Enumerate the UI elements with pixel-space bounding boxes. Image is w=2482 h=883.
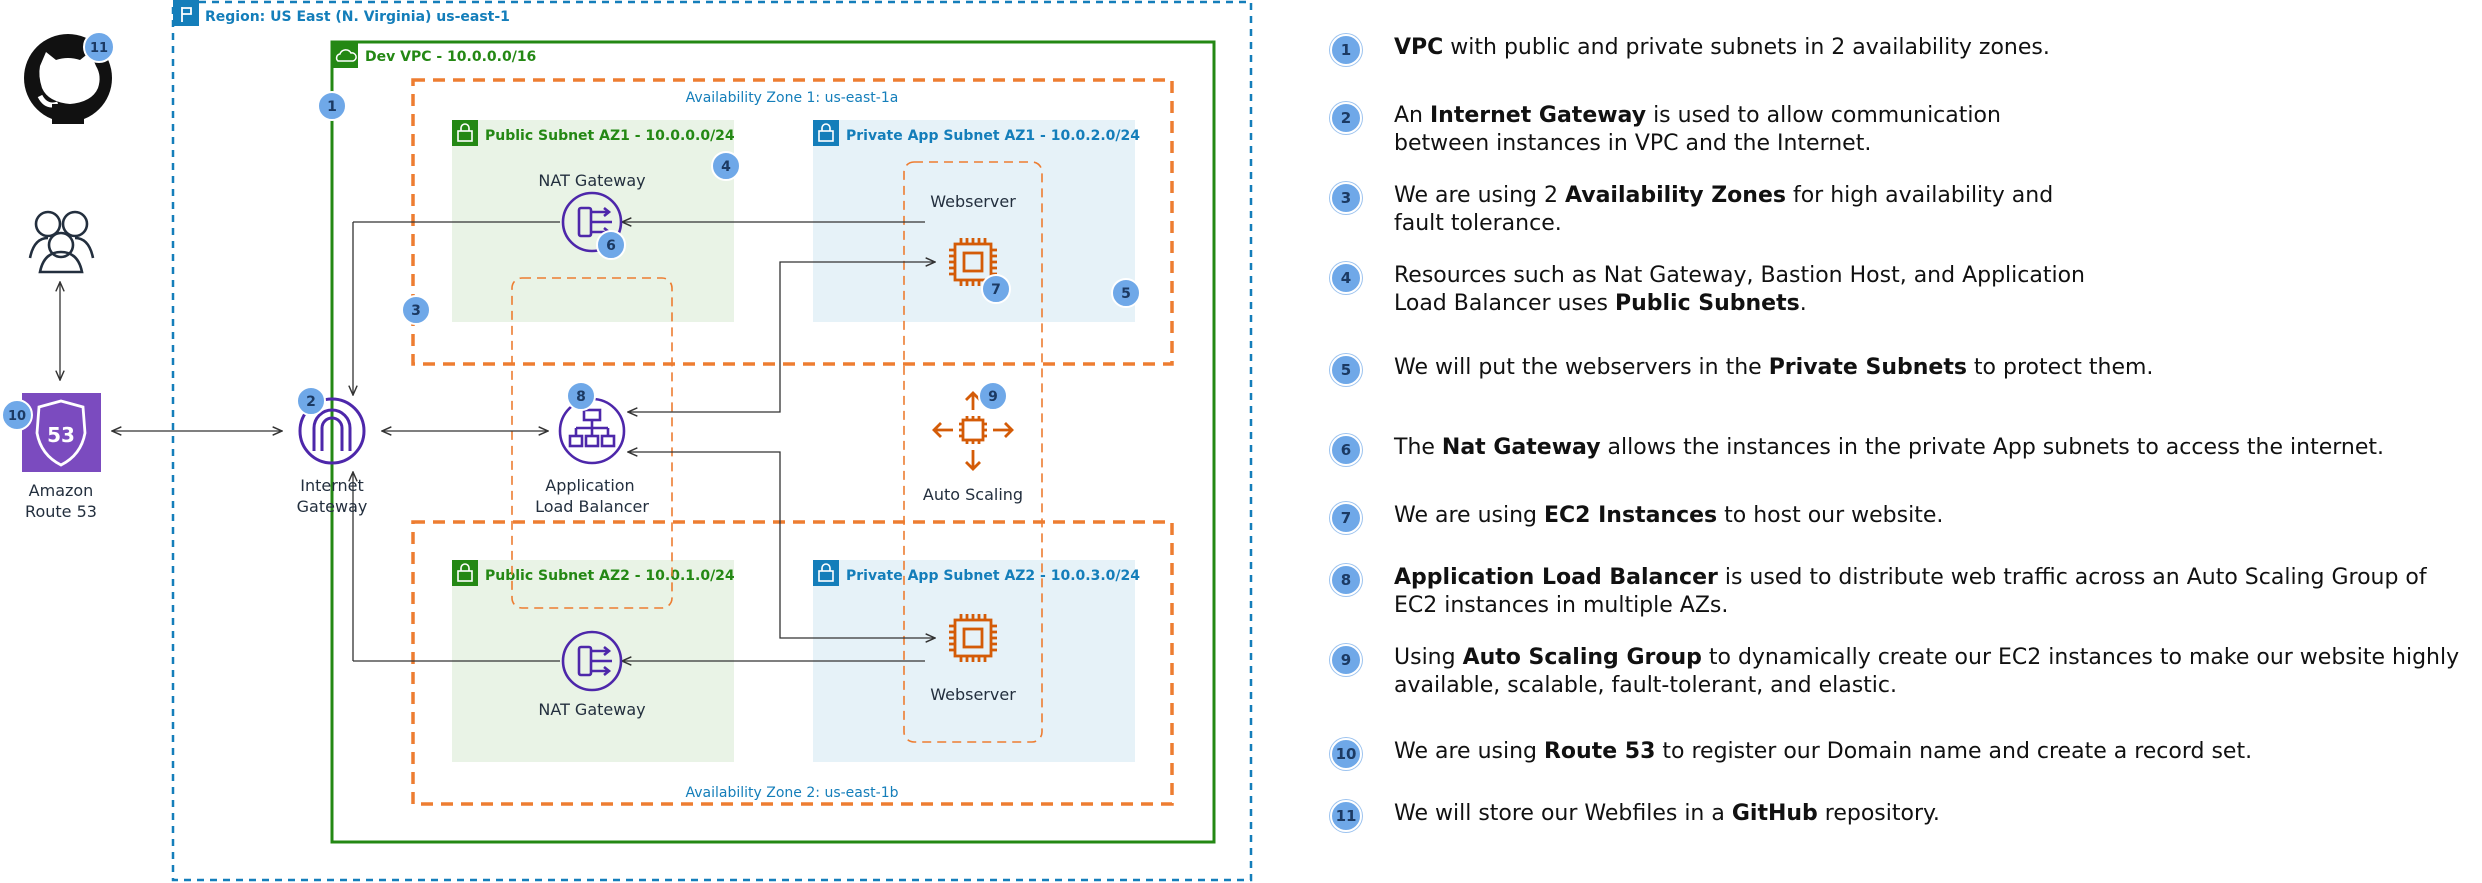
svg-text:10: 10 <box>8 409 26 424</box>
svg-text:5: 5 <box>1121 286 1131 302</box>
nat-gateway-icon <box>561 191 623 253</box>
legend-item: 11 We will store our Webfiles in a GitHu… <box>1330 800 2482 832</box>
svg-text:3: 3 <box>411 303 421 319</box>
auto-scaling-group-box <box>903 161 1043 743</box>
number-badge: 2 <box>296 386 326 416</box>
private-subnet-az1-label: Private App Subnet AZ1 - 10.0.2.0/24 <box>846 128 1140 144</box>
svg-text:7: 7 <box>991 282 1001 298</box>
nat-gateway-top-label: NAT Gateway <box>538 171 645 190</box>
auto-scaling-icon <box>932 391 1014 471</box>
legend-number-badge: 1 <box>1330 34 1362 66</box>
legend: 1 VPC with public and private subnets in… <box>1330 0 2482 883</box>
legend-number-badge: 9 <box>1330 644 1362 676</box>
igw-label-line2: Gateway <box>297 497 368 516</box>
nat-gateway-icon <box>561 630 623 692</box>
legend-text: Using Auto Scaling Group to dynamically … <box>1394 645 2460 698</box>
az2-label: Availability Zone 2: us-east-1b <box>686 785 899 801</box>
legend-text: An Internet Gateway is used to allow com… <box>1394 103 2001 156</box>
legend-item: 3 We are using 2 Availability Zones for … <box>1330 182 2482 238</box>
route53-label-line1: Amazon <box>29 481 94 500</box>
legend-text: Application Load Balancer is used to dis… <box>1394 565 2427 618</box>
legend-number-badge: 10 <box>1330 738 1362 770</box>
private-subnet-az2-label: Private App Subnet AZ2 - 10.0.3.0/24 <box>846 568 1140 584</box>
legend-item: 7 We are using EC2 Instances to host our… <box>1330 502 2482 534</box>
cloud-icon <box>332 42 358 68</box>
legend-text: The Nat Gateway allows the instances in … <box>1394 435 2384 460</box>
legend-number-badge: 5 <box>1330 354 1362 386</box>
number-badge: 7 <box>981 274 1011 304</box>
legend-text: We are using EC2 Instances to host our w… <box>1394 503 1944 528</box>
region-container: Region: US East (N. Virginia) us-east-1 <box>171 0 1253 882</box>
legend-item: 8 Application Load Balancer is used to d… <box>1330 564 2482 620</box>
legend-number-badge: 8 <box>1330 564 1362 596</box>
webserver-top-label: Webserver <box>930 192 1016 211</box>
legend-item: 1 VPC with public and private subnets in… <box>1330 34 2482 66</box>
alb-label-line2: Load Balancer <box>535 497 649 516</box>
lock-icon <box>452 120 478 146</box>
alb-box <box>511 277 673 609</box>
connectors <box>60 222 935 661</box>
az2-container: Availability Zone 2: us-east-1b <box>411 520 1174 806</box>
legend-item: 10 We are using Route 53 to register our… <box>1330 738 2482 770</box>
svg-text:53: 53 <box>47 423 75 447</box>
legend-text: We will store our Webfiles in a GitHub r… <box>1394 801 1940 826</box>
svg-text:2: 2 <box>306 394 316 410</box>
number-badge: 9 <box>978 381 1008 411</box>
legend-text: We are using 2 Availability Zones for hi… <box>1394 183 2054 236</box>
legend-text: VPC with public and private subnets in 2… <box>1394 35 2050 60</box>
legend-item: 2 An Internet Gateway is used to allow c… <box>1330 102 2482 158</box>
legend-text: We are using Route 53 to register our Do… <box>1394 739 2253 764</box>
svg-text:1: 1 <box>327 99 337 115</box>
number-badge: 6 <box>596 230 626 260</box>
svg-text:8: 8 <box>576 389 586 405</box>
webserver-bottom-label: Webserver <box>930 685 1016 704</box>
region-label: Region: US East (N. Virginia) us-east-1 <box>205 9 510 25</box>
igw-label-line1: Internet <box>300 476 364 495</box>
number-badge: 4 <box>711 151 741 181</box>
legend-text: Resources such as Nat Gateway, Bastion H… <box>1394 263 2086 316</box>
legend-number-badge: 7 <box>1330 502 1362 534</box>
users-icon <box>28 210 95 274</box>
legend-number-badge: 3 <box>1330 182 1362 214</box>
route53-label-line2: Route 53 <box>25 502 97 521</box>
legend-item: 5 We will put the webservers in the Priv… <box>1330 354 2482 386</box>
number-badge: 8 <box>566 381 596 411</box>
number-badge: 5 <box>1111 278 1141 308</box>
legend-number-badge: 2 <box>1330 102 1362 134</box>
lock-icon <box>813 120 839 146</box>
legend-item: 9 Using Auto Scaling Group to dynamicall… <box>1330 644 2482 700</box>
legend-number-badge: 6 <box>1330 434 1362 466</box>
auto-scaling-label: Auto Scaling <box>923 485 1023 504</box>
ec2-instance-icon <box>949 238 997 286</box>
vpc-container: Dev VPC - 10.0.0.0/16 <box>330 40 1216 844</box>
legend-item: 4 Resources such as Nat Gateway, Bastion… <box>1330 262 2482 318</box>
public-subnet-az2-label: Public Subnet AZ2 - 10.0.1.0/24 <box>485 568 735 584</box>
region-flag-icon <box>173 0 199 26</box>
route53-icon: 53 <box>22 393 101 472</box>
nat-gateway-bottom-label: NAT Gateway <box>538 700 645 719</box>
ec2-instance-icon <box>949 614 997 662</box>
vpc-label: Dev VPC - 10.0.0.0/16 <box>365 49 536 65</box>
number-badge: 1 <box>317 91 347 121</box>
number-badge: 10 <box>1 399 33 431</box>
load-balancer-icon <box>558 397 626 465</box>
alb-label-line1: Application <box>545 476 634 495</box>
legend-item: 6 The Nat Gateway allows the instances i… <box>1330 434 2482 466</box>
svg-text:11: 11 <box>90 41 108 56</box>
number-badge: 3 <box>401 295 431 325</box>
legend-number-badge: 11 <box>1330 800 1362 832</box>
internet-gateway-icon <box>298 397 366 465</box>
lock-icon <box>813 560 839 586</box>
public-subnet-az1-label: Public Subnet AZ1 - 10.0.0.0/24 <box>485 128 735 144</box>
number-badge: 11 <box>83 31 115 63</box>
legend-number-badge: 4 <box>1330 262 1362 294</box>
legend-text: We will put the webservers in the Privat… <box>1394 355 2154 380</box>
svg-text:6: 6 <box>606 238 616 254</box>
private-subnet-az1: Private App Subnet AZ1 - 10.0.2.0/24 <box>813 120 1140 322</box>
svg-text:9: 9 <box>988 389 998 405</box>
lock-icon <box>452 560 478 586</box>
architecture-diagram: Region: US East (N. Virginia) us-east-1 … <box>1 0 1253 882</box>
az1-label: Availability Zone 1: us-east-1a <box>686 90 899 106</box>
svg-text:4: 4 <box>721 159 731 175</box>
